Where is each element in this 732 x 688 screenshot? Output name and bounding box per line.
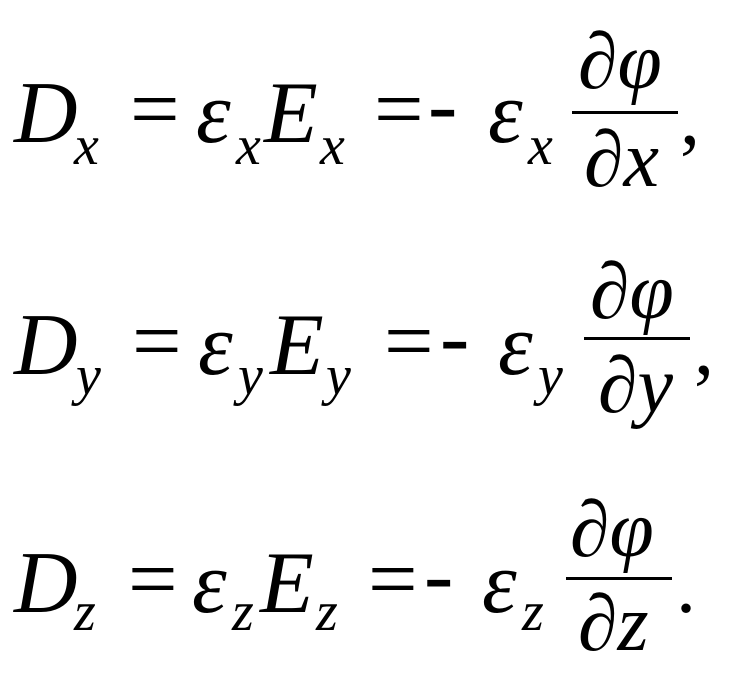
- field-symbol: E: [264, 65, 318, 162]
- punctuation: ,: [694, 304, 714, 392]
- fraction-bar: [572, 111, 678, 114]
- punctuation: .: [676, 542, 696, 630]
- lhs-symbol: D: [14, 297, 78, 394]
- fraction-denominator: ∂y: [598, 342, 674, 430]
- equals-sign: =: [130, 61, 180, 158]
- epsilon-subscript: y: [538, 345, 563, 407]
- epsilon-symbol: ε: [498, 297, 533, 394]
- field-subscript: x: [320, 115, 345, 177]
- fraction-denominator: ∂z: [578, 580, 649, 668]
- epsilon-symbol: ε: [196, 65, 231, 162]
- minus-sign: -: [440, 289, 470, 386]
- field-symbol: E: [260, 535, 314, 632]
- equation-dz: D z = ε z E z = - ε z ∂φ ∂z .: [0, 478, 732, 688]
- minus-sign: -: [428, 57, 458, 154]
- fraction-bar: [584, 337, 690, 340]
- epsilon-subscript: z: [232, 581, 254, 643]
- epsilon-subscript: y: [238, 345, 263, 407]
- lhs-symbol: D: [14, 65, 78, 162]
- fraction-numerator: ∂φ: [590, 248, 674, 336]
- field-subscript: y: [326, 345, 351, 407]
- field-subscript: z: [316, 581, 338, 643]
- fraction-denominator: ∂x: [584, 116, 660, 204]
- epsilon-symbol: ε: [482, 535, 517, 632]
- lhs-symbol: D: [14, 535, 78, 632]
- epsilon-subscript: x: [528, 115, 553, 177]
- punctuation: ,: [680, 74, 700, 162]
- equation-dx: D x = ε x E x = - ε x ∂φ ∂x ,: [0, 0, 732, 210]
- equals-sign: =: [374, 61, 424, 158]
- epsilon-subscript: z: [522, 581, 544, 643]
- lhs-subscript: y: [76, 345, 101, 407]
- lhs-subscript: x: [74, 115, 99, 177]
- equation-dy: D y = ε y E y = - ε y ∂φ ∂y ,: [0, 238, 732, 448]
- minus-sign: -: [424, 527, 454, 624]
- fraction-bar: [566, 577, 672, 580]
- equals-sign: =: [368, 531, 418, 628]
- equals-sign: =: [384, 293, 434, 390]
- fraction-numerator: ∂φ: [578, 18, 662, 106]
- field-symbol: E: [270, 297, 324, 394]
- equals-sign: =: [132, 293, 182, 390]
- epsilon-symbol: ε: [192, 535, 227, 632]
- equals-sign: =: [128, 531, 178, 628]
- epsilon-symbol: ε: [488, 65, 523, 162]
- fraction-numerator: ∂φ: [570, 486, 654, 574]
- lhs-subscript: z: [74, 581, 96, 643]
- epsilon-symbol: ε: [198, 297, 233, 394]
- epsilon-subscript: x: [236, 115, 261, 177]
